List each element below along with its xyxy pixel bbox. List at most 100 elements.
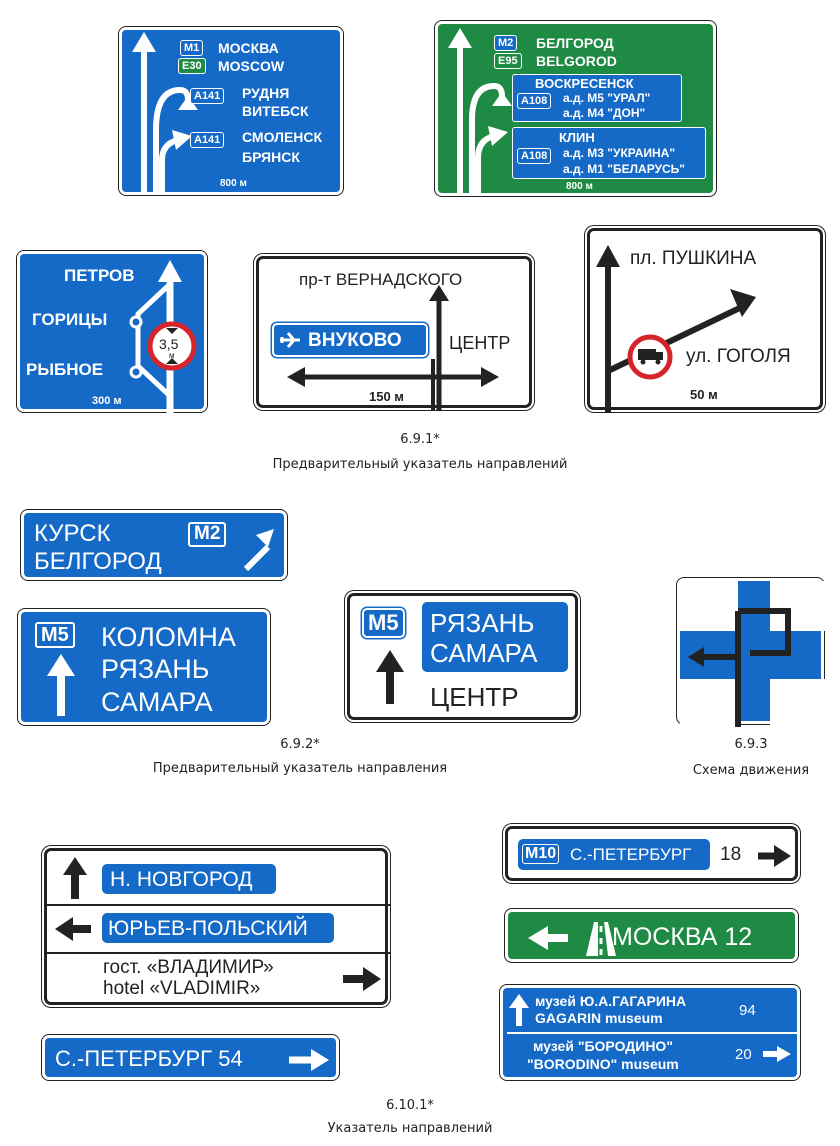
height-limit-unit: м — [169, 351, 175, 360]
dest-belgorod-lat: BELGOROD — [536, 53, 617, 69]
dest-moskva-dist: МОСКВА 12 — [612, 923, 753, 951]
arrow-right-icon — [289, 1049, 329, 1071]
arrows-graphic — [448, 28, 512, 194]
dest-rybnoe: РЫБНОЕ — [26, 360, 104, 379]
route-m5-badge: M5 — [35, 622, 75, 648]
sign-petrov: ПЕТРОВ ГОРИЦЫ РЫБНОЕ 3,5 м 300 м — [17, 251, 207, 415]
caption-6-9-1-number: 6.9.1* — [400, 432, 440, 447]
airplane-icon — [280, 332, 300, 348]
dest-ryazan: РЯЗАНЬ — [101, 654, 210, 684]
dest-ryazan: РЯЗАНЬ — [430, 608, 535, 638]
dest-klin: КЛИН — [559, 130, 595, 145]
sign-vernadskogo: пр-т ВЕРНАДСКОГО ВНУКОВО ЦЕНТР 150 м — [256, 256, 532, 411]
dest-petrov: ПЕТРОВ — [64, 266, 135, 285]
dest-centr: ЦЕНТР — [430, 682, 519, 712]
m10-panel: M10 С.-ПЕТЕРБУРГ — [518, 839, 710, 870]
museum-borodino-ru: музей "БОРОДИНО" — [533, 1038, 673, 1054]
dest-samara: САМАРА — [101, 687, 213, 717]
museum-gagarin-ru: музей Ю.А.ГАГАРИНА — [535, 993, 687, 1009]
route-a141-badge-2: A141 — [190, 132, 225, 149]
route-e95-badge: E95 — [494, 53, 522, 70]
route-m10-badge: M10 — [522, 844, 560, 864]
distance-label: 800 м — [220, 178, 247, 189]
distance-gagarin: 94 — [739, 1002, 756, 1019]
caption-6-9-3-number: 6.9.3 — [734, 737, 768, 752]
caption-6-9-2-title: Предварительный указатель направления — [152, 761, 448, 776]
caption-6-9-1-title: Предварительный указатель направлений — [272, 457, 568, 472]
dest-gogolya: ул. ГОГОЛЯ — [686, 346, 791, 367]
route-a108-badge: A108 — [517, 93, 552, 110]
route-m2-badge: M2 — [494, 35, 518, 52]
detour-graphic — [129, 260, 197, 415]
route-m1-badge: M1 — [180, 40, 204, 57]
arrow-right-icon — [758, 845, 791, 867]
hotel-name-ru: гост. «ВЛАДИМИР» — [103, 957, 274, 978]
sign-m2-belgorod: M2 E95 БЕЛГОРОД BELGOROD ВОСКРЕСЕНСК A10… — [435, 21, 716, 196]
sign-museums: музей Ю.А.ГАГАРИНА GAGARIN museum 94 муз… — [500, 985, 800, 1080]
sign-traffic-scheme — [677, 578, 827, 727]
distance-borodino: 20 — [735, 1046, 752, 1063]
yuryev-panel: ЮРЬЕВ-ПОЛЬСКИЙ — [102, 913, 334, 943]
sign-m5-ryazan: M5 РЯЗАНЬ САМАРА ЦЕНТР — [347, 593, 578, 720]
direction-rows — [47, 857, 391, 991]
road-m4: а.д. М4 "ДОН" — [563, 106, 646, 120]
dest-goritsy: ГОРИЦЫ — [32, 310, 108, 329]
dest-s-peterburg-dist: С.-ПЕТЕРБУРГ 54 — [55, 1046, 243, 1071]
dest-rudnya: РУДНЯ — [242, 85, 290, 101]
caption-6-9-2-number: 6.9.2* — [280, 737, 320, 752]
sign-m10-s-peterburg: M10 С.-ПЕТЕРБУРГ 18 — [505, 826, 798, 881]
height-limit-value: 3,5 — [159, 336, 179, 352]
sign-n-novgorod: Н. НОВГОРОД ЮРЬЕВ-ПОЛЬСКИЙ гост. «ВЛАДИМ… — [44, 848, 391, 1005]
panel-voskresensk: ВОСКРЕСЕНСК A108 а.д. М5 "УРАЛ" а.д. М4 … — [512, 74, 682, 122]
caption-6-9-3-title: Схема движения — [692, 763, 810, 778]
motorway-arrow-graphic — [528, 922, 616, 956]
dest-kursk: КУРСК — [34, 520, 111, 547]
ryazan-samara-panel: РЯЗАНЬ САМАРА — [422, 602, 568, 672]
dest-yuryev-polsky: ЮРЬЕВ-ПОЛЬСКИЙ — [108, 917, 308, 940]
dest-kolomna: КОЛОМНА — [101, 622, 236, 652]
dest-voskresensk: ВОСКРЕСЕНСК — [535, 76, 634, 91]
dest-s-peterburg: С.-ПЕТЕРБУРГ — [570, 845, 692, 864]
dest-belgorod: БЕЛГОРОД — [34, 548, 162, 575]
dest-moscow: MOSCOW — [218, 58, 285, 74]
crossroad-arrows — [287, 285, 499, 411]
dest-belgorod: БЕЛГОРОД — [536, 35, 614, 51]
sign-m1-moskva: M1 E30 МОСКВА MOSCOW A141 РУДНЯ ВИТЕБСК … — [119, 27, 343, 195]
turn-arrows — [596, 245, 756, 413]
sign-kolomna: M5 КОЛОМНА РЯЗАНЬ САМАРА — [18, 609, 270, 725]
sign-moskva-12: МОСКВА 12 — [505, 909, 798, 962]
arrow-up-right-icon — [243, 529, 274, 572]
museum-borodino-en: "BORODINO" museum — [527, 1056, 679, 1072]
route-m2-badge: M2 — [188, 522, 227, 547]
museum-gagarin-en: GAGARIN museum — [535, 1010, 663, 1026]
vnukovo-panel: ВНУКОВО — [272, 323, 428, 357]
caption-6-10-1-number: 6.10.1* — [386, 1098, 434, 1113]
dest-smolensk: СМОЛЕНСК — [242, 129, 323, 145]
distance-label: 50 м — [690, 387, 718, 402]
sign-kursk: КУРСК БЕЛГОРОД M2 — [21, 510, 287, 580]
road-m1: а.д. М1 "БЕЛАРУСЬ" — [563, 162, 685, 176]
road-m3: а.д. М3 "УКРАИНА" — [563, 146, 676, 160]
route-a108-badge-2: A108 — [517, 148, 552, 165]
sign-pushkina: пл. ПУШКИНА ул. ГОГОЛЯ 50 м — [587, 228, 823, 413]
sign-s-peterburg-54: С.-ПЕТЕРБУРГ 54 — [42, 1035, 339, 1080]
route-e30-badge: E30 — [178, 58, 206, 75]
dest-vitebsk: ВИТЕБСК — [242, 103, 309, 119]
dest-moskva: МОСКВА — [218, 40, 279, 56]
caption-6-10-1-title: Указатель направлений — [327, 1121, 493, 1136]
distance-label: 150 м — [369, 389, 404, 404]
n-novgorod-panel: Н. НОВГОРОД — [102, 864, 276, 894]
distance-label: 800 м — [566, 181, 593, 192]
road-m5: а.д. М5 "УРАЛ" — [563, 91, 651, 105]
route-m5-badge: M5 — [362, 608, 405, 638]
museum-rows — [507, 994, 799, 1062]
dest-bryansk: БРЯНСК — [242, 149, 300, 165]
dest-samara: САМАРА — [430, 638, 538, 668]
route-a141-badge: A141 — [190, 88, 225, 105]
arrow-up-icon — [47, 654, 75, 716]
arrows-graphic — [132, 32, 198, 192]
dest-prospekt: пр-т ВЕРНАДСКОГО — [299, 270, 463, 289]
panel-klin: КЛИН A108 а.д. М3 "УКРАИНА" а.д. М1 "БЕЛ… — [512, 127, 706, 179]
hotel-name-en: hotel «VLADIMIR» — [103, 978, 261, 999]
distance-label: 300 м — [92, 395, 122, 407]
